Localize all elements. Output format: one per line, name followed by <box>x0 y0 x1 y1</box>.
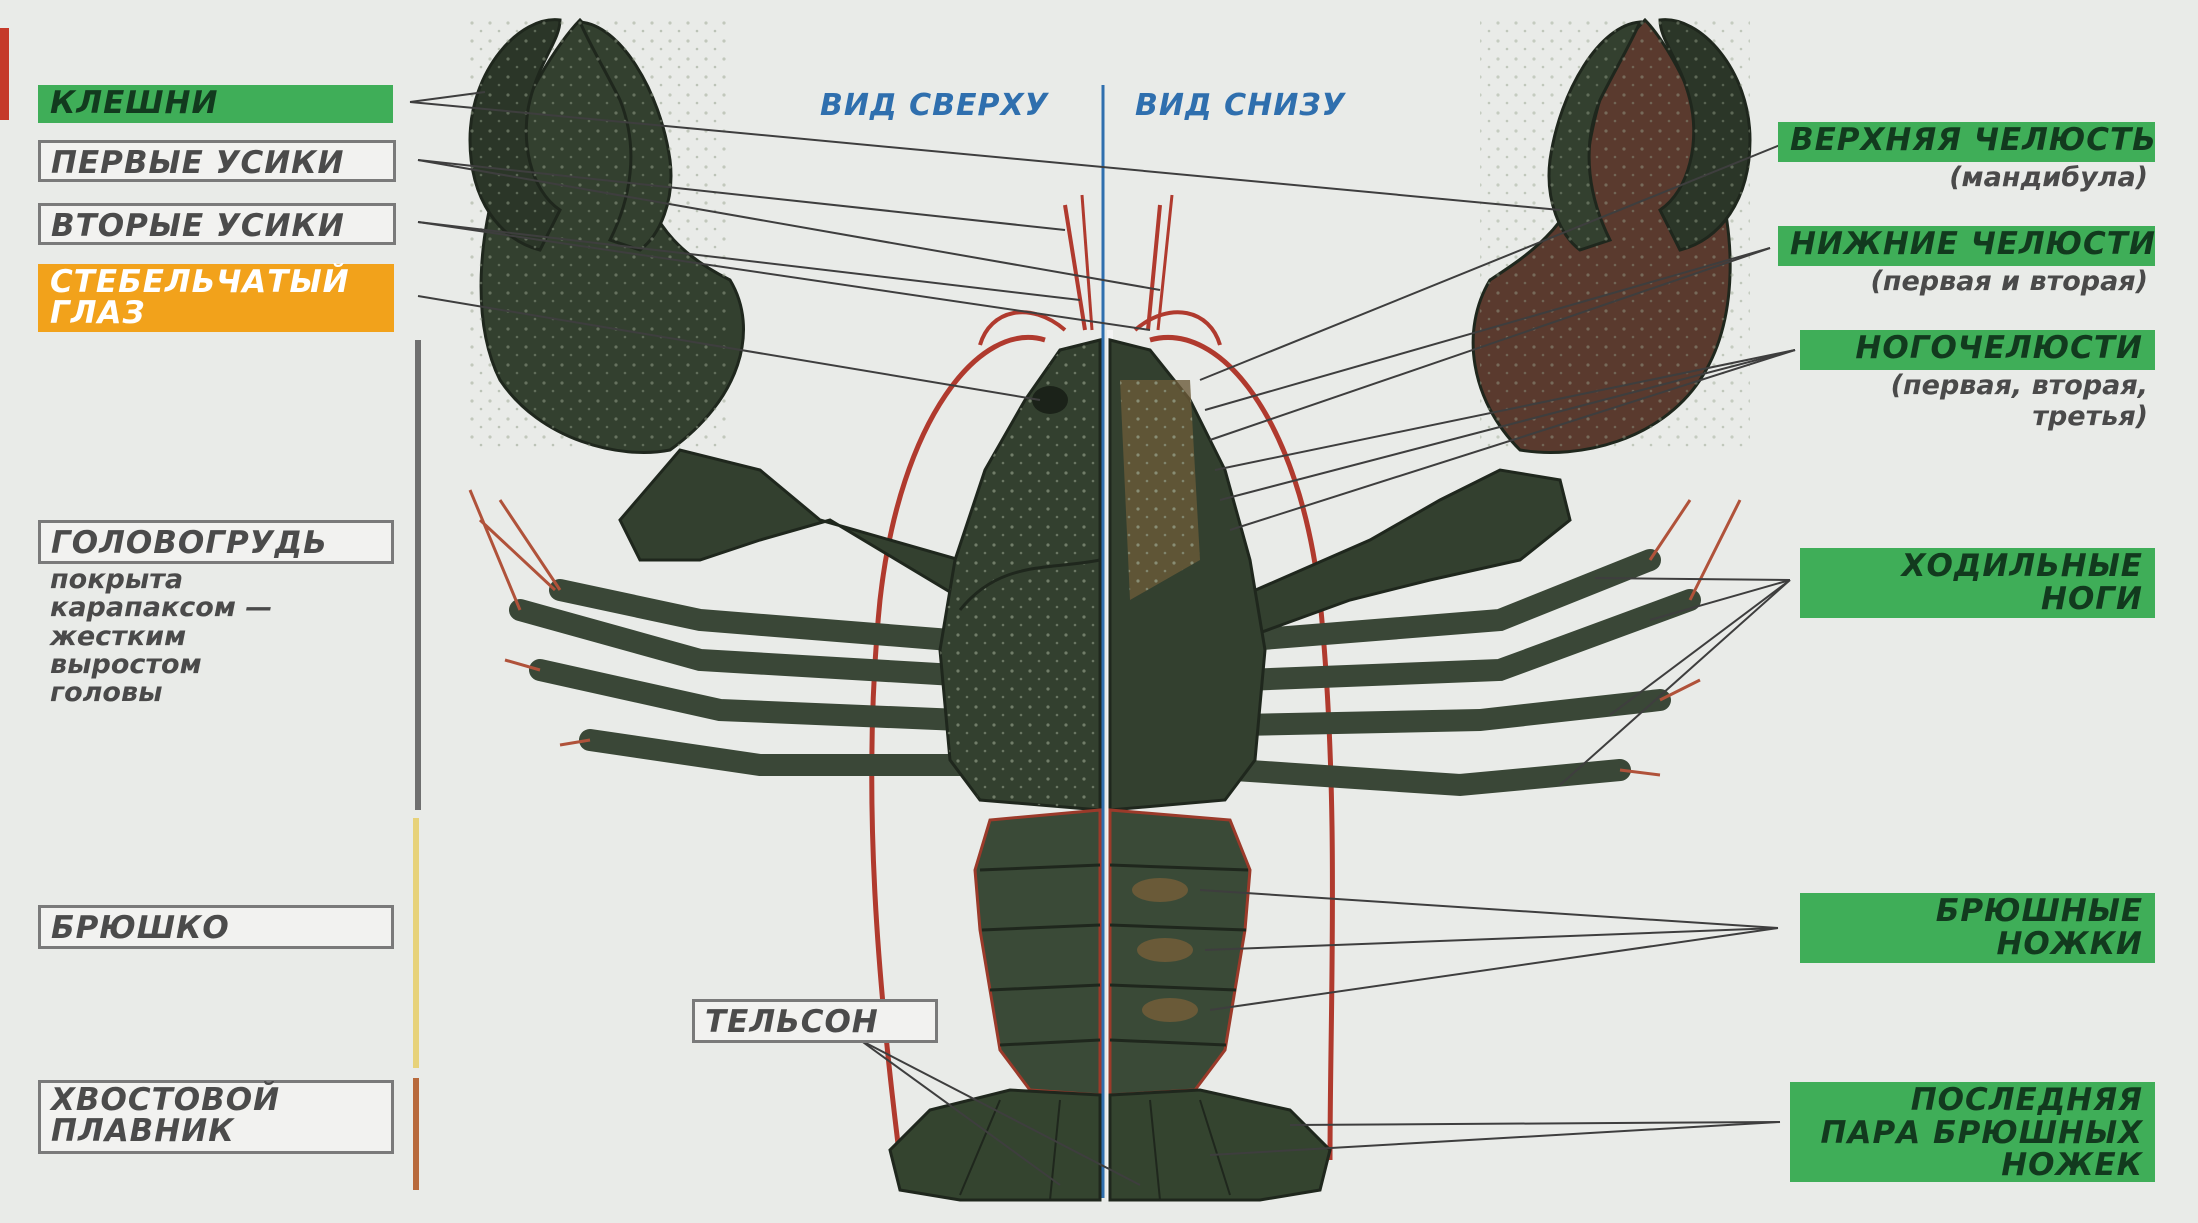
upper-jaw-note: (мандибула) <box>1949 162 2148 193</box>
view-top-title: ВИД СВЕРХУ <box>820 88 1049 123</box>
label-first-antennae: ПЕРВЫЕ УСИКИ <box>38 140 396 182</box>
label-telson: ТЕЛЬСОН <box>692 999 938 1043</box>
label-claws: КЛЕШНИ <box>38 85 393 123</box>
label-lower-jaws: НИЖНИЕ ЧЕЛЮСТИ <box>1778 226 2155 266</box>
label-walking-legs: ХОДИЛЬНЫЕ НОГИ <box>1800 548 2155 618</box>
label-cephalothorax: ГОЛОВОГРУДЬ <box>38 520 394 564</box>
label-abdomen: БРЮШКО <box>38 905 394 949</box>
slide-accent <box>0 28 9 120</box>
label-second-antennae: ВТОРЫЕ УСИКИ <box>38 203 396 245</box>
cephalothorax-note: покрыта карапаксом — жестким выростом го… <box>50 566 272 708</box>
maxillipeds-note: (первая, вторая, третья) <box>1818 370 2148 432</box>
label-stalked-eye: СТЕБЕЛЬЧАТЫЙ ГЛАЗ <box>38 264 394 332</box>
label-last-pair-swimmerets: ПОСЛЕДНЯЯ ПАРА БРЮШНЫХ НОЖЕК <box>1790 1082 2155 1182</box>
label-tail-fin: ХВОСТОВОЙ ПЛАВНИК <box>38 1080 394 1154</box>
view-bottom-title: ВИД СНИЗУ <box>1135 88 1346 123</box>
lower-jaws-note: (первая и вторая) <box>1870 266 2148 297</box>
label-upper-jaw: ВЕРХНЯЯ ЧЕЛЮСТЬ <box>1778 122 2155 162</box>
label-swimmerets: БРЮШНЫЕ НОЖКИ <box>1800 893 2155 963</box>
label-maxillipeds: НОГОЧЕЛЮСТИ <box>1800 330 2155 370</box>
